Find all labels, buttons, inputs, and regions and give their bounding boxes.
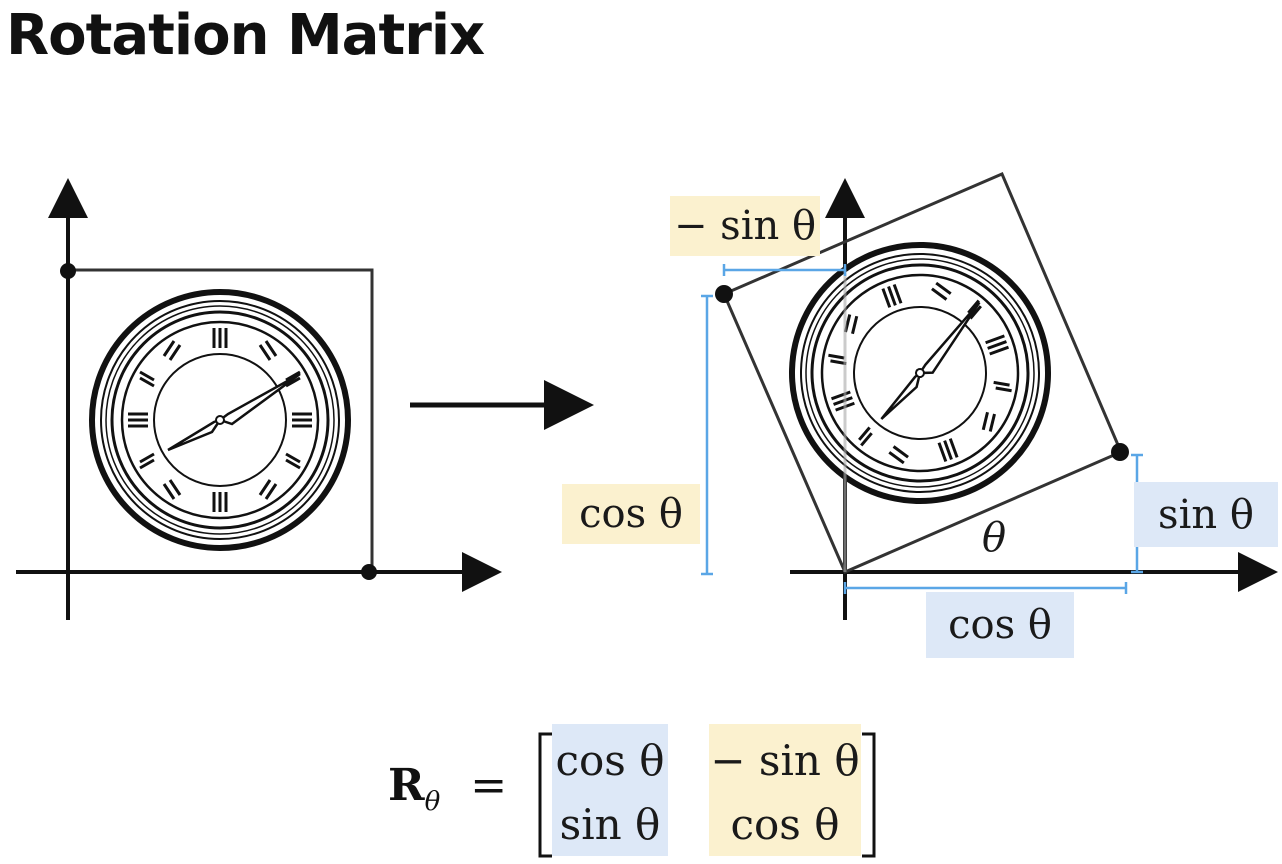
page-title: Rotation Matrix [6, 3, 485, 68]
matrix-symbol: R [388, 760, 425, 811]
matrix-col2-bg [709, 724, 861, 856]
rotated-square [722, 172, 1123, 574]
matrix-cell-r1c2: − sin θ [710, 736, 860, 785]
matrix-subscript: θ [424, 786, 441, 817]
theta-label: θ [982, 515, 1007, 561]
sin-label-right: sin θ [1134, 482, 1278, 547]
right-point-right [1111, 443, 1129, 461]
formula-lhs: Rθ = [388, 764, 507, 815]
right-point-left [715, 285, 733, 303]
measure-lines [701, 264, 1143, 594]
cos-label-bottom: cos θ [926, 592, 1074, 658]
right-panel [701, 172, 1278, 620]
equals-sign: = [470, 760, 508, 811]
left-point-top [60, 263, 76, 279]
matrix-col1-bg [552, 724, 668, 856]
neg-sin-label: − sin θ [670, 196, 820, 256]
matrix-brackets [538, 732, 876, 858]
matrix-cell-r2c2: cos θ [730, 800, 840, 849]
matrix-cell-r2c1: sin θ [559, 800, 661, 849]
clock-icon [92, 292, 348, 548]
left-panel [16, 178, 502, 620]
matrix-cell-r1c1: cos θ [555, 736, 665, 785]
left-square [68, 268, 374, 572]
cos-label-left: cos θ [562, 484, 700, 544]
left-point-right [361, 564, 377, 580]
